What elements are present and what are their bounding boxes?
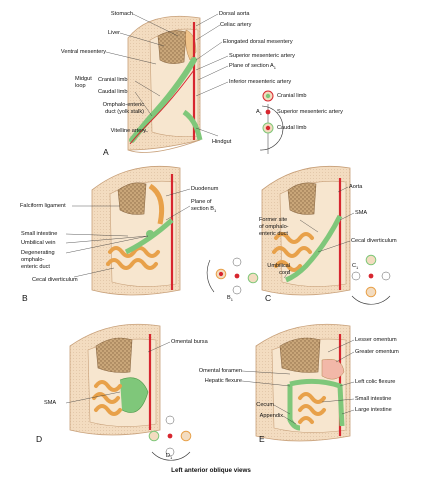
panel-letter-c: C [265, 293, 272, 303]
label-vitelline-artery: Vitelline artery [110, 128, 146, 134]
label-falciform-ligament: Falciform ligament [20, 203, 66, 209]
label-celiac-artery: Celiac artery [220, 22, 252, 28]
label-sma-d: SMA [44, 400, 57, 406]
label-superior-mesenteric-artery: Superior mesenteric artery [229, 53, 295, 59]
label-degenerating-1: Degenerating [21, 250, 55, 256]
inset-c-sub: 1 [356, 265, 359, 271]
label-small-intestine-e: Small intestine [355, 396, 392, 402]
inset-c-letter: C [352, 263, 357, 269]
label-degenerating-2: omphalo- [21, 257, 45, 263]
panel-c-figure [261, 165, 351, 296]
label-aorta: Aorta [349, 184, 363, 190]
label-former-site-2: of omphalo- [259, 224, 289, 230]
liver-shape [157, 30, 187, 64]
inset-a-label: A1 [256, 109, 262, 118]
inset-a-sub: 1 [259, 111, 262, 117]
panel-a-figure [127, 15, 203, 153]
label-cecal-diverticulum-c: Cecal diverticulum [351, 238, 397, 244]
inset-b-letter: B [227, 295, 231, 301]
inset-a-superior-mesenteric-artery: Superior mesenteric artery [277, 109, 343, 115]
label-duodenum: Duodenum [191, 186, 219, 192]
panel-b-figure [91, 165, 181, 296]
plane-b-sub: 1 [214, 208, 217, 214]
panel-letter-e: E [259, 434, 265, 444]
label-left-colic-flexure: Left colic flexure [355, 379, 396, 385]
label-former-site-1: Former site [259, 217, 288, 223]
panel-d-inset [148, 415, 192, 461]
label-plane-b-1: Plane of [191, 199, 212, 205]
label-greater-omentum: Greater omentum [355, 349, 399, 355]
leader-lines [65, 13, 355, 425]
label-midgut-loop-2: loop [75, 83, 86, 89]
label-cecum: Cecum [256, 402, 274, 408]
plane-a1-text: Plane of section A [229, 63, 274, 69]
label-umbilical-2: cord [279, 270, 290, 276]
label-dorsal-aorta: Dorsal aorta [219, 11, 250, 17]
label-hepatic-flexure: Hepatic flexure [204, 378, 242, 384]
label-small-intestine-b: Small intestine [21, 231, 58, 237]
inset-d-sub: 1 [170, 455, 173, 461]
label-degenerating-3: enteric duct [21, 264, 50, 270]
inset-a-caudal-limb: Caudal limb [277, 125, 307, 131]
panel-a-inset [259, 90, 284, 154]
inset-c-label: C1 [352, 263, 358, 272]
label-ventral-mesentery: Ventral mesentery [60, 49, 106, 55]
label-lesser-omentum: Lesser omentum [355, 337, 397, 343]
label-omental-bursa: Omental bursa [171, 339, 208, 345]
figure-caption: Left anterior oblique views [171, 467, 251, 474]
panel-d-figure [69, 323, 161, 436]
inset-d-label: D1 [166, 453, 172, 462]
label-sma-c: SMA [355, 210, 368, 216]
label-omphalo-2: duct (yolk stalk) [105, 109, 144, 115]
plane-a1-sub: 1 [273, 65, 277, 71]
label-omental-foramen: Omental foramen [198, 368, 242, 374]
label-omphalo-1: Omphalo-enteric [102, 102, 144, 108]
label-plane-b-2: section B1 [191, 206, 216, 215]
label-hindgut: Hindgut [212, 139, 232, 145]
inset-b-sub: 1 [230, 297, 233, 303]
label-liver: Liver [107, 30, 120, 36]
inset-a-cranial-limb: Cranial limb [277, 93, 307, 99]
label-umbilical-1: Umbilical [267, 263, 290, 269]
inset-d-letter: D [166, 453, 171, 459]
inset-a-letter: A [256, 109, 260, 115]
label-elongated-dorsal-mesentery: Elongated dorsal mesentery [223, 39, 293, 45]
label-cranial-limb: Cranial limb [98, 77, 128, 83]
panel-b-inset [206, 257, 259, 295]
label-appendix: Appendix [259, 413, 283, 419]
midgut-loop [129, 57, 197, 143]
label-large-intestine: Large intestine [355, 407, 392, 413]
label-umbilical-vein: Umbilical vein [21, 240, 56, 246]
panel-letter-a: A [103, 147, 109, 157]
inset-b-label: B1 [227, 295, 233, 304]
panel-e-figure [255, 323, 351, 442]
label-midgut-loop-1: Midgut [75, 76, 92, 82]
label-caudal-limb: Caudal limb [98, 89, 128, 95]
label-stomach: Stomach [110, 11, 133, 17]
panel-letter-b: B [22, 293, 28, 303]
panel-letter-d: D [36, 434, 43, 444]
hindgut-shape [182, 109, 203, 141]
label-plane-of-section-a1: Plane of section A1 [229, 63, 276, 72]
label-inferior-mesenteric-artery: Inferior mesenteric artery [229, 79, 292, 85]
plane-b-text: section B [191, 206, 215, 212]
panel-c-inset [351, 254, 391, 305]
label-cecal-diverticulum-b: Cecal diverticulum [32, 277, 78, 283]
label-former-site-3: enteric duct [259, 231, 288, 237]
